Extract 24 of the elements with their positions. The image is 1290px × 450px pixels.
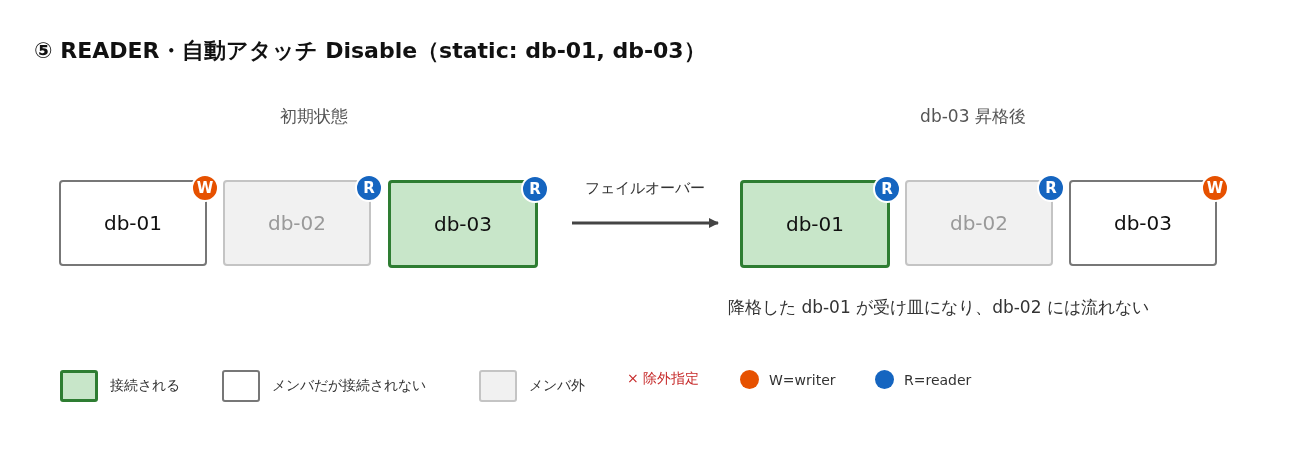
- role-badge: W: [191, 174, 219, 202]
- role-badge: R: [521, 175, 549, 203]
- legend-text: W=writer: [769, 371, 836, 388]
- diagram-title: ⑤ READER・自動アタッチ Disable（static: db-01, db-03）: [34, 37, 706, 65]
- group-heading: 初期状態: [279, 106, 348, 126]
- node-name: db-02: [949, 211, 1009, 235]
- node-name: db-03: [433, 212, 493, 236]
- legend-text: R=reader: [904, 371, 972, 388]
- legend-text: メンバ外: [529, 377, 585, 395]
- node-name: db-03: [1113, 211, 1173, 235]
- legend-text: × 除外指定: [627, 370, 700, 388]
- legend-text: メンバだが接続されない: [272, 377, 426, 395]
- group-heading: db-03 昇格後: [920, 106, 1026, 126]
- node-name: db-02: [267, 211, 327, 235]
- legend-text: 接続される: [110, 377, 180, 395]
- role-badge: R: [1037, 174, 1065, 202]
- note-text: 降格した db-01 が受け皿になり、db-02 には流れない: [728, 296, 1149, 319]
- node-name: db-01: [785, 212, 845, 236]
- role-badge: W: [1201, 174, 1229, 202]
- role-badge: R: [355, 174, 383, 202]
- role-badge: R: [873, 175, 901, 203]
- node-name: db-01: [103, 211, 163, 235]
- edge-label: フェイルオーバー: [585, 179, 705, 198]
- arrow: [572, 218, 719, 228]
